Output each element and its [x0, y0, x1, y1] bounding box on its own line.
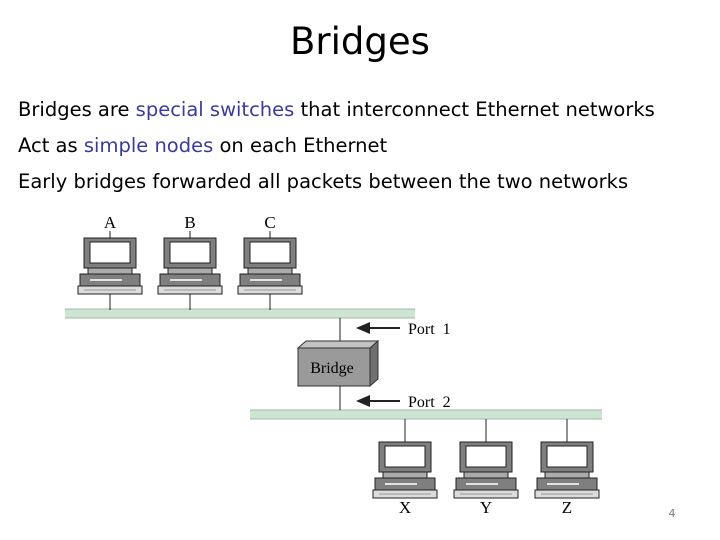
host-a: A	[77, 213, 143, 310]
bullet-text: Early bridges forwarded all packets betw…	[18, 170, 629, 193]
page-number: 4	[668, 507, 676, 520]
slide-title: Bridges	[290, 20, 430, 63]
bullet-list: Bridges are special switches that interc…	[18, 92, 655, 200]
host-x: X	[372, 419, 438, 517]
host-c: C	[237, 213, 303, 310]
bullet-item: Act as simple nodes on each Ethernet	[18, 128, 655, 164]
bullet-text: that interconnect Ethernet networks	[294, 98, 655, 121]
host-label: X	[399, 498, 411, 517]
port2-label: Port 2	[408, 394, 451, 411]
host-label: B	[184, 213, 195, 232]
bullet-text: Bridges are	[18, 98, 136, 121]
host-label: C	[264, 213, 275, 232]
host-label: A	[104, 213, 117, 232]
bridge-diagram: A B C Bridge Port 1 Port 2	[65, 213, 602, 517]
port2-arrow: Port 2	[356, 394, 451, 411]
bullet-text: Act as	[18, 134, 84, 157]
bridge-box: Bridge	[296, 339, 380, 388]
ethernet-cable-top	[65, 308, 415, 319]
host-label: Y	[480, 498, 492, 517]
host-b: B	[157, 213, 223, 310]
host-z: Z	[534, 419, 600, 517]
bridge-label: Bridge	[310, 360, 354, 377]
bullet-item: Early bridges forwarded all packets betw…	[18, 164, 655, 200]
ethernet-cable-bottom	[250, 409, 602, 420]
port1-arrow: Port 1	[356, 321, 451, 338]
bullet-highlight: simple nodes	[83, 134, 214, 157]
bullet-text: on each Ethernet	[213, 134, 388, 157]
bullet-item: Bridges are special switches that interc…	[18, 92, 655, 128]
bullet-highlight: special switches	[135, 98, 295, 121]
port1-label: Port 1	[408, 321, 451, 338]
host-y: Y	[453, 419, 519, 517]
host-label: Z	[562, 498, 572, 517]
